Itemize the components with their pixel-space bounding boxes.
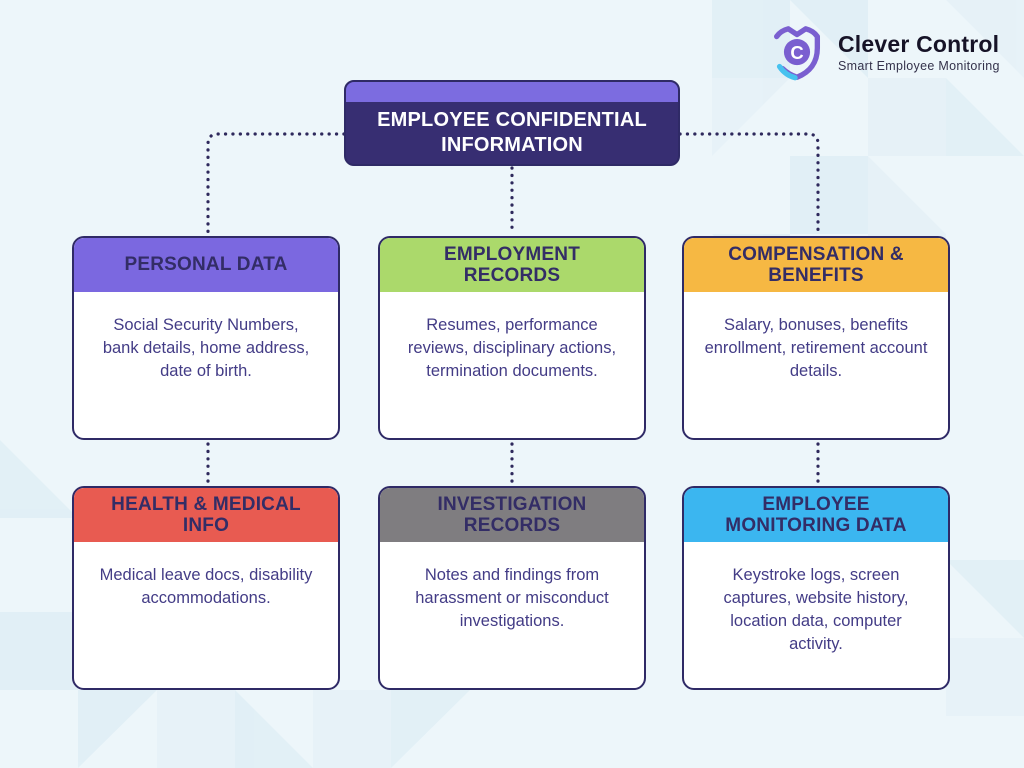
card-employee-monitoring-data: EMPLOYEE MONITORING DATA Keystroke logs,… [682,486,950,690]
card-header: EMPLOYEE MONITORING DATA [684,488,948,542]
card-text: Social Security Numbers, bank details, h… [102,316,310,381]
brand-logo: C Clever Control Smart Employee Monitori… [766,22,1000,84]
card-title: INVESTIGATION RECORDS [437,493,587,536]
card-body: Medical leave docs, disability accommoda… [74,542,338,688]
card-title: EMPLOYMENT RECORDS [443,243,581,286]
card-personal-data: PERSONAL DATA Social Security Numbers, b… [72,236,340,440]
card-body: Social Security Numbers, bank details, h… [74,292,338,438]
node-employee-confidential-information: EMPLOYEE CONFIDENTIAL INFORMATION [344,80,680,166]
logo-text: Clever Control Smart Employee Monitoring [838,32,1000,73]
card-body: Salary, bonuses, benefits enrollment, re… [684,292,948,438]
card-title: PERSONAL DATA [124,254,288,276]
logo-title: Clever Control [838,31,1000,58]
card-header: INVESTIGATION RECORDS [380,488,644,542]
card-text: Medical leave docs, disability accommoda… [99,566,313,608]
card-body: Resumes, performance reviews, disciplina… [380,292,644,438]
card-text: Salary, bonuses, benefits enrollment, re… [704,316,928,381]
card-header: COMPENSATION & BENEFITS [684,238,948,292]
root-node-title: EMPLOYEE CONFIDENTIAL INFORMATION [377,109,647,156]
card-body: Notes and findings from harassment or mi… [380,542,644,688]
card-title: COMPENSATION & BENEFITS [728,243,904,286]
card-text: Notes and findings from harassment or mi… [415,566,609,631]
card-compensation-benefits: COMPENSATION & BENEFITS Salary, bonuses,… [682,236,950,440]
root-node-accent-band [346,82,678,102]
card-health-medical-info: HEALTH & MEDICAL INFO Medical leave docs… [72,486,340,690]
card-header: PERSONAL DATA [74,238,338,292]
card-investigation-records: INVESTIGATION RECORDS Notes and findings… [378,486,646,690]
shield-logo-icon: C [773,26,821,81]
svg-text:C: C [790,42,803,63]
card-title: EMPLOYEE MONITORING DATA [725,493,907,536]
card-text: Resumes, performance reviews, disciplina… [407,316,617,381]
card-header: HEALTH & MEDICAL INFO [74,488,338,542]
root-node-body: EMPLOYEE CONFIDENTIAL INFORMATION [346,102,678,164]
card-header: EMPLOYMENT RECORDS [380,238,644,292]
card-employment-records: EMPLOYMENT RECORDS Resumes, performance … [378,236,646,440]
logo-subtitle: Smart Employee Monitoring [838,58,1000,73]
card-body: Keystroke logs, screen captures, website… [684,542,948,688]
card-title: HEALTH & MEDICAL INFO [111,493,301,536]
card-text: Keystroke logs, screen captures, website… [723,566,909,654]
